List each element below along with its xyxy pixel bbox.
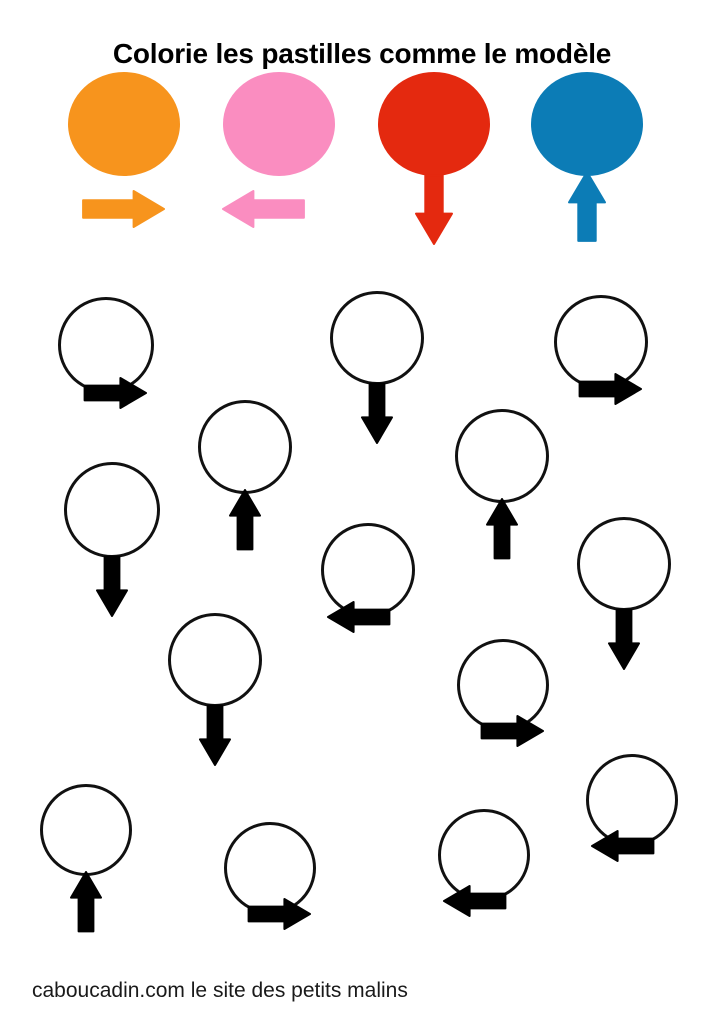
arrow-up-icon [568,171,606,244]
footer-credit: caboucadin.com le site des petits malins [32,979,408,1002]
arrow-up-icon [486,498,518,561]
page-title: Colorie les pastilles comme le modèle [112,37,612,69]
legend-item-left [205,72,365,262]
arrow-down-icon [415,172,453,245]
arrow-down-icon [608,607,640,670]
legend-dot-down [378,72,490,176]
legend-item-down [360,72,520,262]
coloring-circle[interactable] [330,291,424,385]
arrow-down-icon [199,703,231,766]
legend-item-up [513,72,673,262]
arrow-left-icon [222,190,307,228]
coloring-circle[interactable] [554,295,648,389]
coloring-circle[interactable] [457,639,549,731]
coloring-circle[interactable] [224,822,316,914]
arrow-down-icon [96,554,128,617]
coloring-circle[interactable] [40,784,132,876]
model-legend [0,72,724,262]
coloring-circle[interactable] [577,517,671,611]
coloring-circle[interactable] [58,297,154,393]
legend-dot-left [223,72,335,176]
legend-dot-right [68,72,180,176]
legend-dot-up [531,72,643,176]
coloring-circle[interactable] [586,754,678,846]
arrow-down-icon [361,381,393,444]
coloring-circle[interactable] [321,523,415,617]
legend-item-right [50,72,210,262]
arrow-up-icon [229,489,261,552]
coloring-circle[interactable] [455,409,549,503]
arrow-up-icon [70,871,102,934]
coloring-circle[interactable] [438,809,530,901]
coloring-circle[interactable] [64,462,160,558]
coloring-circle[interactable] [198,400,292,494]
coloring-circle[interactable] [168,613,262,707]
arrow-right-icon [80,190,165,228]
